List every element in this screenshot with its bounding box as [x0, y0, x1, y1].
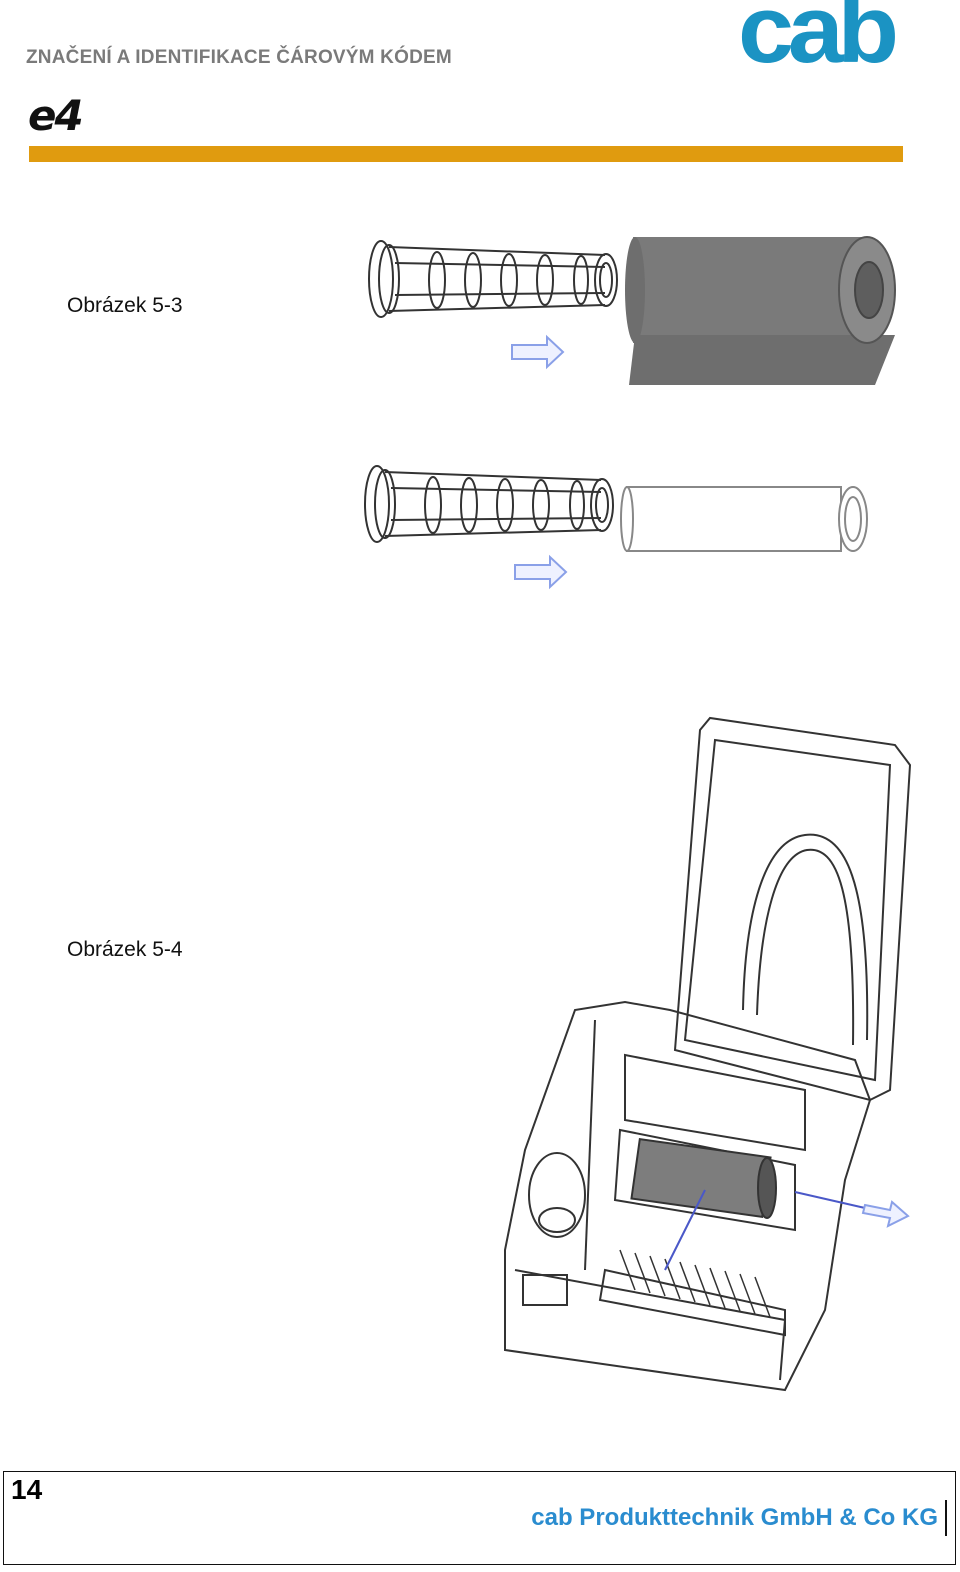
page-number: 14: [11, 1474, 43, 1505]
cab-logo: cab: [738, 0, 908, 78]
figure-caption-5-3: Obrázek 5-3: [67, 294, 183, 317]
figure-caption-5-4: Obrázek 5-4: [67, 938, 183, 961]
document-header-title: ZNAČENÍ A IDENTIFIKACE ČÁROVÝM KÓDEM: [26, 47, 452, 68]
spindle-top: [368, 240, 618, 318]
footer-company-name: cab Produkttechnik GmbH & Co KG: [531, 1504, 938, 1531]
footer-vertical-rule: [945, 1500, 947, 1536]
arrow-right-icon: [861, 1200, 910, 1228]
empty-core: [620, 486, 868, 552]
header-divider-bar: [29, 146, 903, 162]
arrow-right-icon: [514, 554, 568, 590]
arrow-right-icon: [511, 334, 565, 370]
footer-frame: [3, 1471, 956, 1565]
ribbon-path-line: [664, 1189, 706, 1271]
ribbon-roll: [625, 236, 896, 385]
spindle-bottom: [364, 465, 614, 543]
figure-5-4-printer-illustration: [504, 716, 912, 1392]
figure-5-3-ribbon-core-illustration: [364, 236, 896, 590]
cab-logo-text: cab: [738, 0, 899, 83]
ribbon-pull-line: [794, 1191, 866, 1209]
model-label: e4: [28, 91, 84, 140]
